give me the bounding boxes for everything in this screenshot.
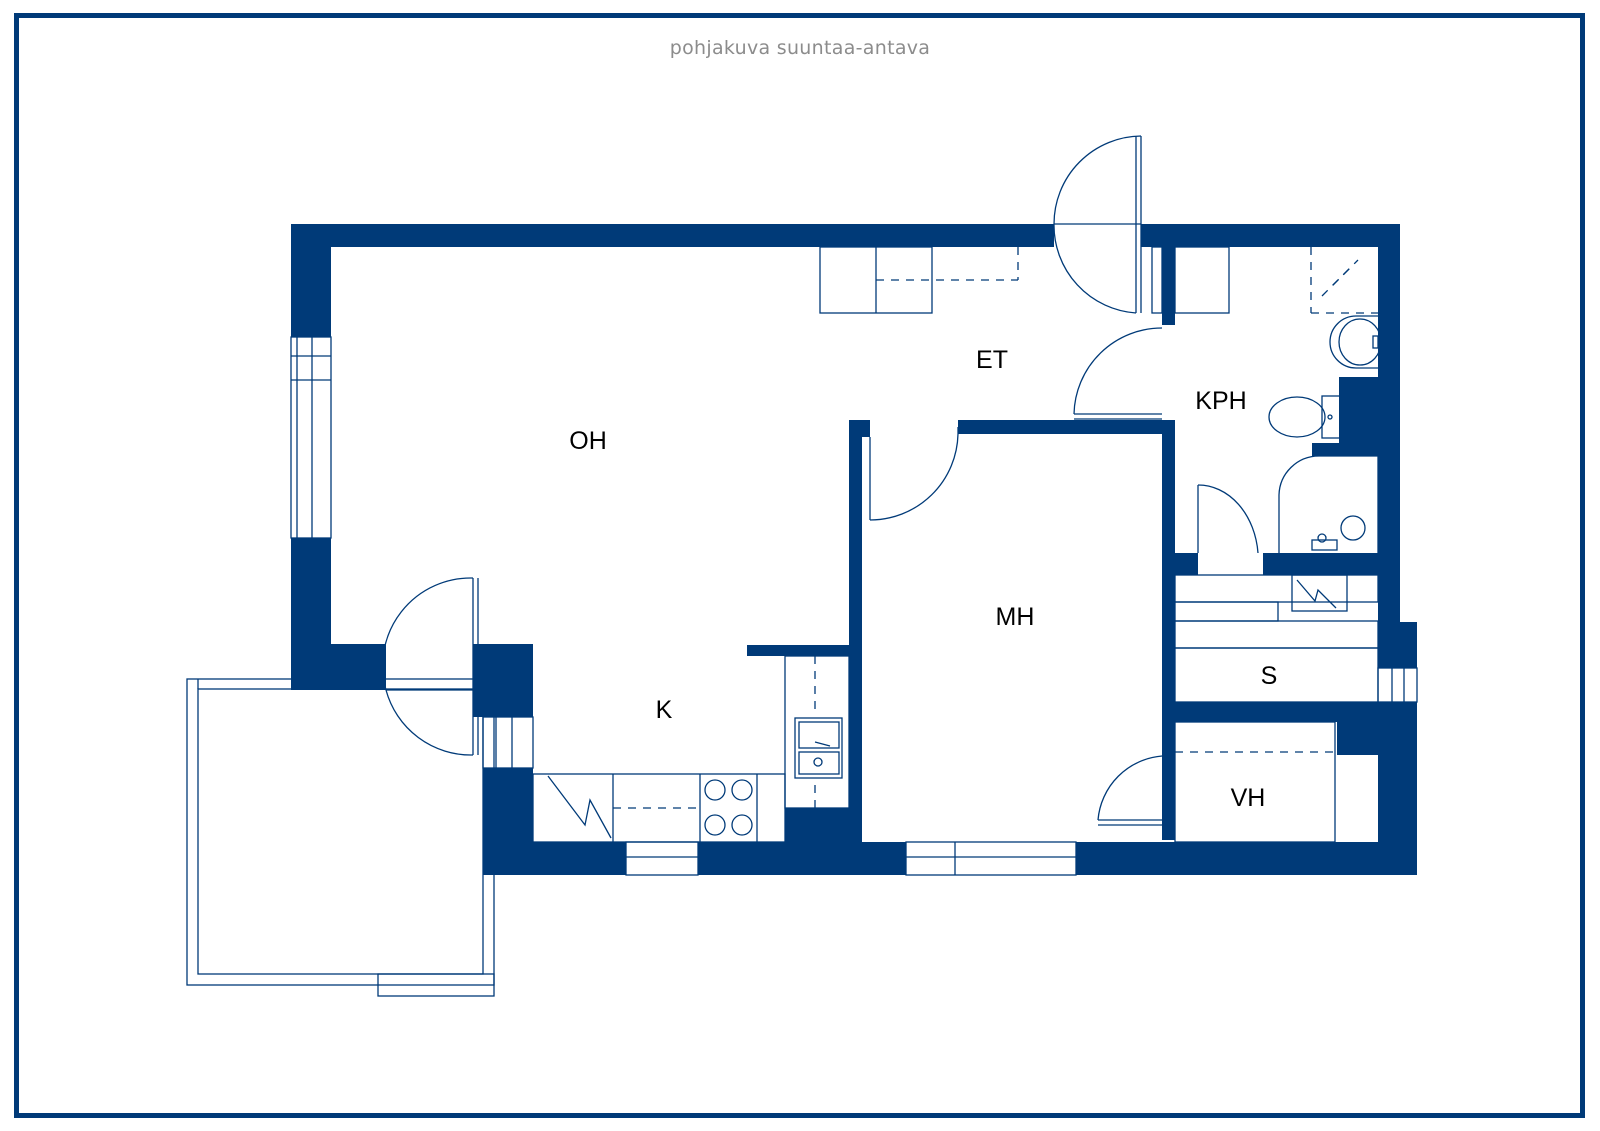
room-label-k: K (656, 696, 673, 724)
s-door (1197, 484, 1259, 554)
vh-door (1097, 755, 1163, 826)
kitchen-counter (532, 773, 786, 843)
kitchen-side-counter (784, 655, 850, 809)
room-label-kph: KPH (1195, 387, 1246, 415)
page-frame (14, 13, 1585, 1118)
stove (704, 779, 753, 836)
room-label-oh: OH (569, 427, 607, 455)
shower-area (1310, 247, 1378, 314)
interior-walls (747, 247, 1381, 850)
mh-door (869, 427, 959, 521)
vh-wardrobe (1174, 721, 1336, 843)
room-label-s: S (1261, 662, 1278, 690)
toilet (1268, 395, 1341, 439)
window-s (1377, 667, 1418, 703)
kph-door (1073, 327, 1163, 420)
entrance-door (1053, 135, 1142, 314)
storage-shelves (1174, 574, 1379, 703)
window-mh (905, 841, 1077, 876)
window-kitchen-left (482, 716, 534, 769)
hall-wardrobe (819, 246, 1019, 314)
room-label-mh: MH (996, 603, 1035, 631)
disclaimer-note: pohjakuva suuntaa-antava (670, 37, 931, 59)
kph-cabinet (1151, 246, 1230, 314)
washing-machine (1278, 455, 1379, 553)
window-left (290, 336, 332, 539)
window-kitchen-bottom (625, 841, 699, 876)
room-label-et: ET (976, 346, 1008, 374)
balcony (186, 678, 495, 997)
exterior-walls (291, 224, 1417, 875)
balcony-door (382, 577, 479, 756)
sink-bathroom (1329, 315, 1382, 369)
room-label-vh: VH (1231, 784, 1266, 812)
